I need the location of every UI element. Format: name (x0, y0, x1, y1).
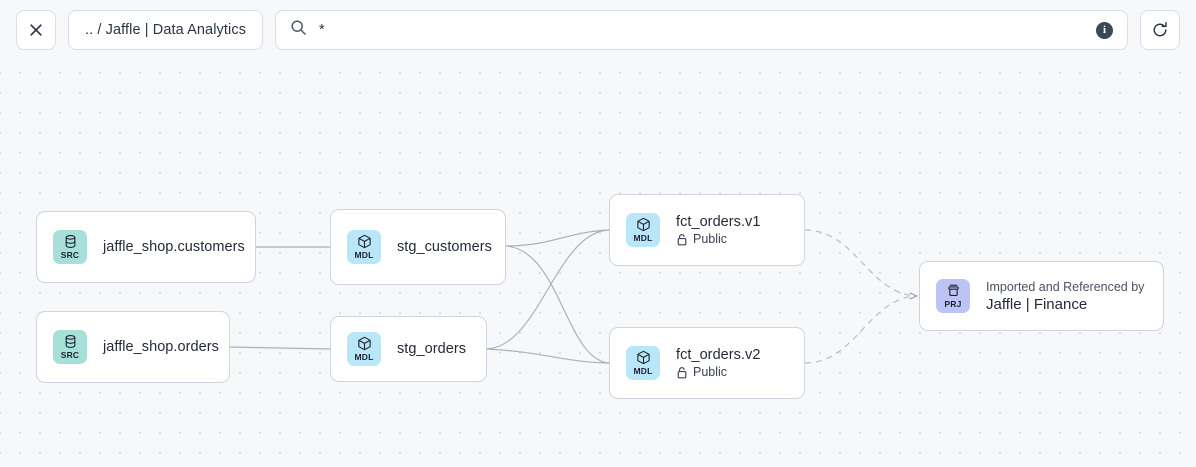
node-stg-orders[interactable]: MDL stg_orders (330, 316, 487, 382)
node-fct-orders-v2[interactable]: MDL fct_orders.v2 Public (609, 327, 805, 399)
cube-icon (636, 217, 651, 232)
badge-label: SRC (60, 350, 80, 360)
model-badge: MDL (626, 213, 660, 247)
node-title: stg_customers (397, 239, 492, 255)
access-label: Public (693, 365, 728, 379)
search-input[interactable] (319, 22, 1084, 38)
node-title: jaffle_shop.orders (103, 339, 219, 355)
badge-label: MDL (633, 366, 653, 376)
badge-label: MDL (633, 233, 653, 243)
node-access: Public (676, 232, 760, 246)
node-title: Jaffle | Finance (986, 295, 1088, 313)
node-title: fct_orders.v2 (676, 347, 761, 363)
toolbar: .. / Jaffle | Data Analytics i (0, 0, 1196, 60)
node-title: stg_orders (397, 341, 467, 357)
node-body: fct_orders.v2 Public (676, 347, 760, 379)
badge-label: MDL (354, 250, 374, 260)
node-access: Public (676, 365, 760, 379)
node-jaffle-shop-orders[interactable]: SRC jaffle_shop.orders (36, 311, 230, 383)
node-body: fct_orders.v1 Public (676, 214, 760, 246)
node-kicker: Imported and Referenced by (986, 279, 1145, 294)
info-icon[interactable]: i (1096, 21, 1113, 39)
cube-icon (636, 350, 651, 365)
search-icon (290, 19, 307, 41)
project-badge: PRJ (936, 279, 970, 313)
badge-label: PRJ (944, 299, 962, 309)
node-body: stg_orders (397, 341, 466, 357)
cube-icon (357, 234, 372, 249)
model-badge: MDL (347, 332, 381, 366)
unlock-icon (676, 366, 688, 379)
access-label: Public (693, 232, 728, 246)
close-button[interactable] (16, 10, 56, 50)
breadcrumb[interactable]: .. / Jaffle | Data Analytics (68, 10, 264, 50)
node-body: jaffle_shop.orders (103, 339, 219, 355)
database-icon (63, 234, 78, 249)
refresh-icon (1151, 21, 1169, 39)
database-icon (63, 334, 78, 349)
node-title: fct_orders.v1 (676, 214, 761, 230)
model-badge: MDL (347, 230, 381, 264)
node-body: jaffle_shop.customers (103, 239, 245, 255)
cube-icon (357, 336, 372, 351)
badge-label: MDL (354, 352, 374, 362)
node-body: Imported and Referenced by Jaffle | Fina… (986, 280, 1144, 313)
source-badge: SRC (53, 230, 87, 264)
node-stg-customers[interactable]: MDL stg_customers (330, 209, 506, 285)
refresh-button[interactable] (1140, 10, 1180, 50)
node-jaffle-shop-customers[interactable]: SRC jaffle_shop.customers (36, 211, 256, 283)
node-jaffle-finance-project[interactable]: PRJ Imported and Referenced by Jaffle | … (919, 261, 1164, 331)
badge-label: SRC (60, 250, 80, 260)
source-badge: SRC (53, 330, 87, 364)
project-icon (946, 283, 961, 298)
unlock-icon (676, 233, 688, 246)
close-icon (28, 22, 44, 38)
model-badge: MDL (626, 346, 660, 380)
node-fct-orders-v1[interactable]: MDL fct_orders.v1 Public (609, 194, 805, 266)
node-title: jaffle_shop.customers (103, 239, 245, 255)
search-bar[interactable]: i (275, 10, 1128, 50)
node-body: stg_customers (397, 239, 492, 255)
